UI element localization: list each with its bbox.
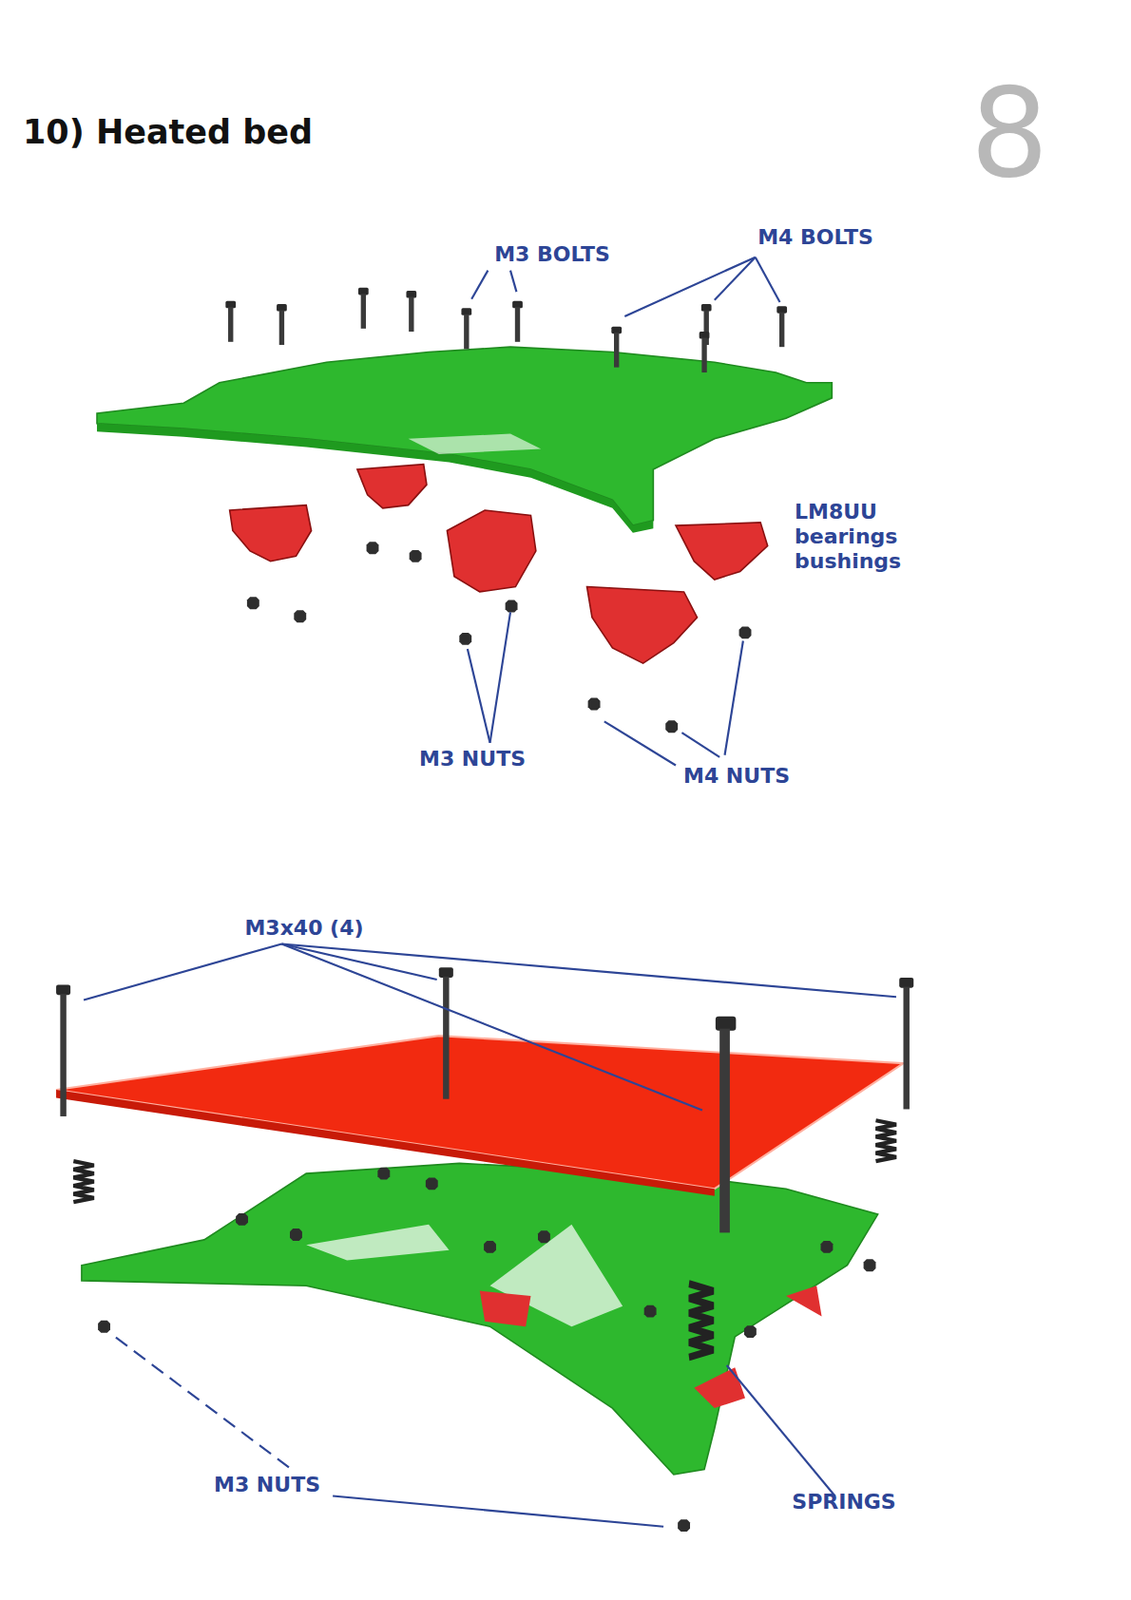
- part-label: M3 BOLTS: [494, 242, 611, 268]
- part-label: M4 BOLTS: [757, 225, 874, 250]
- part-label: M3 NUTS: [213, 1473, 321, 1498]
- part-label: M3 NUTS: [419, 747, 526, 772]
- part-label: M4 NUTS: [683, 764, 790, 789]
- page-number: 8: [970, 61, 1050, 205]
- part-label: M3x40 (4): [244, 916, 364, 941]
- part-label: SPRINGS: [791, 1490, 896, 1515]
- page-title: 10) Heated bed: [22, 112, 313, 153]
- part-label: LM8UU bearings bushings: [794, 499, 901, 575]
